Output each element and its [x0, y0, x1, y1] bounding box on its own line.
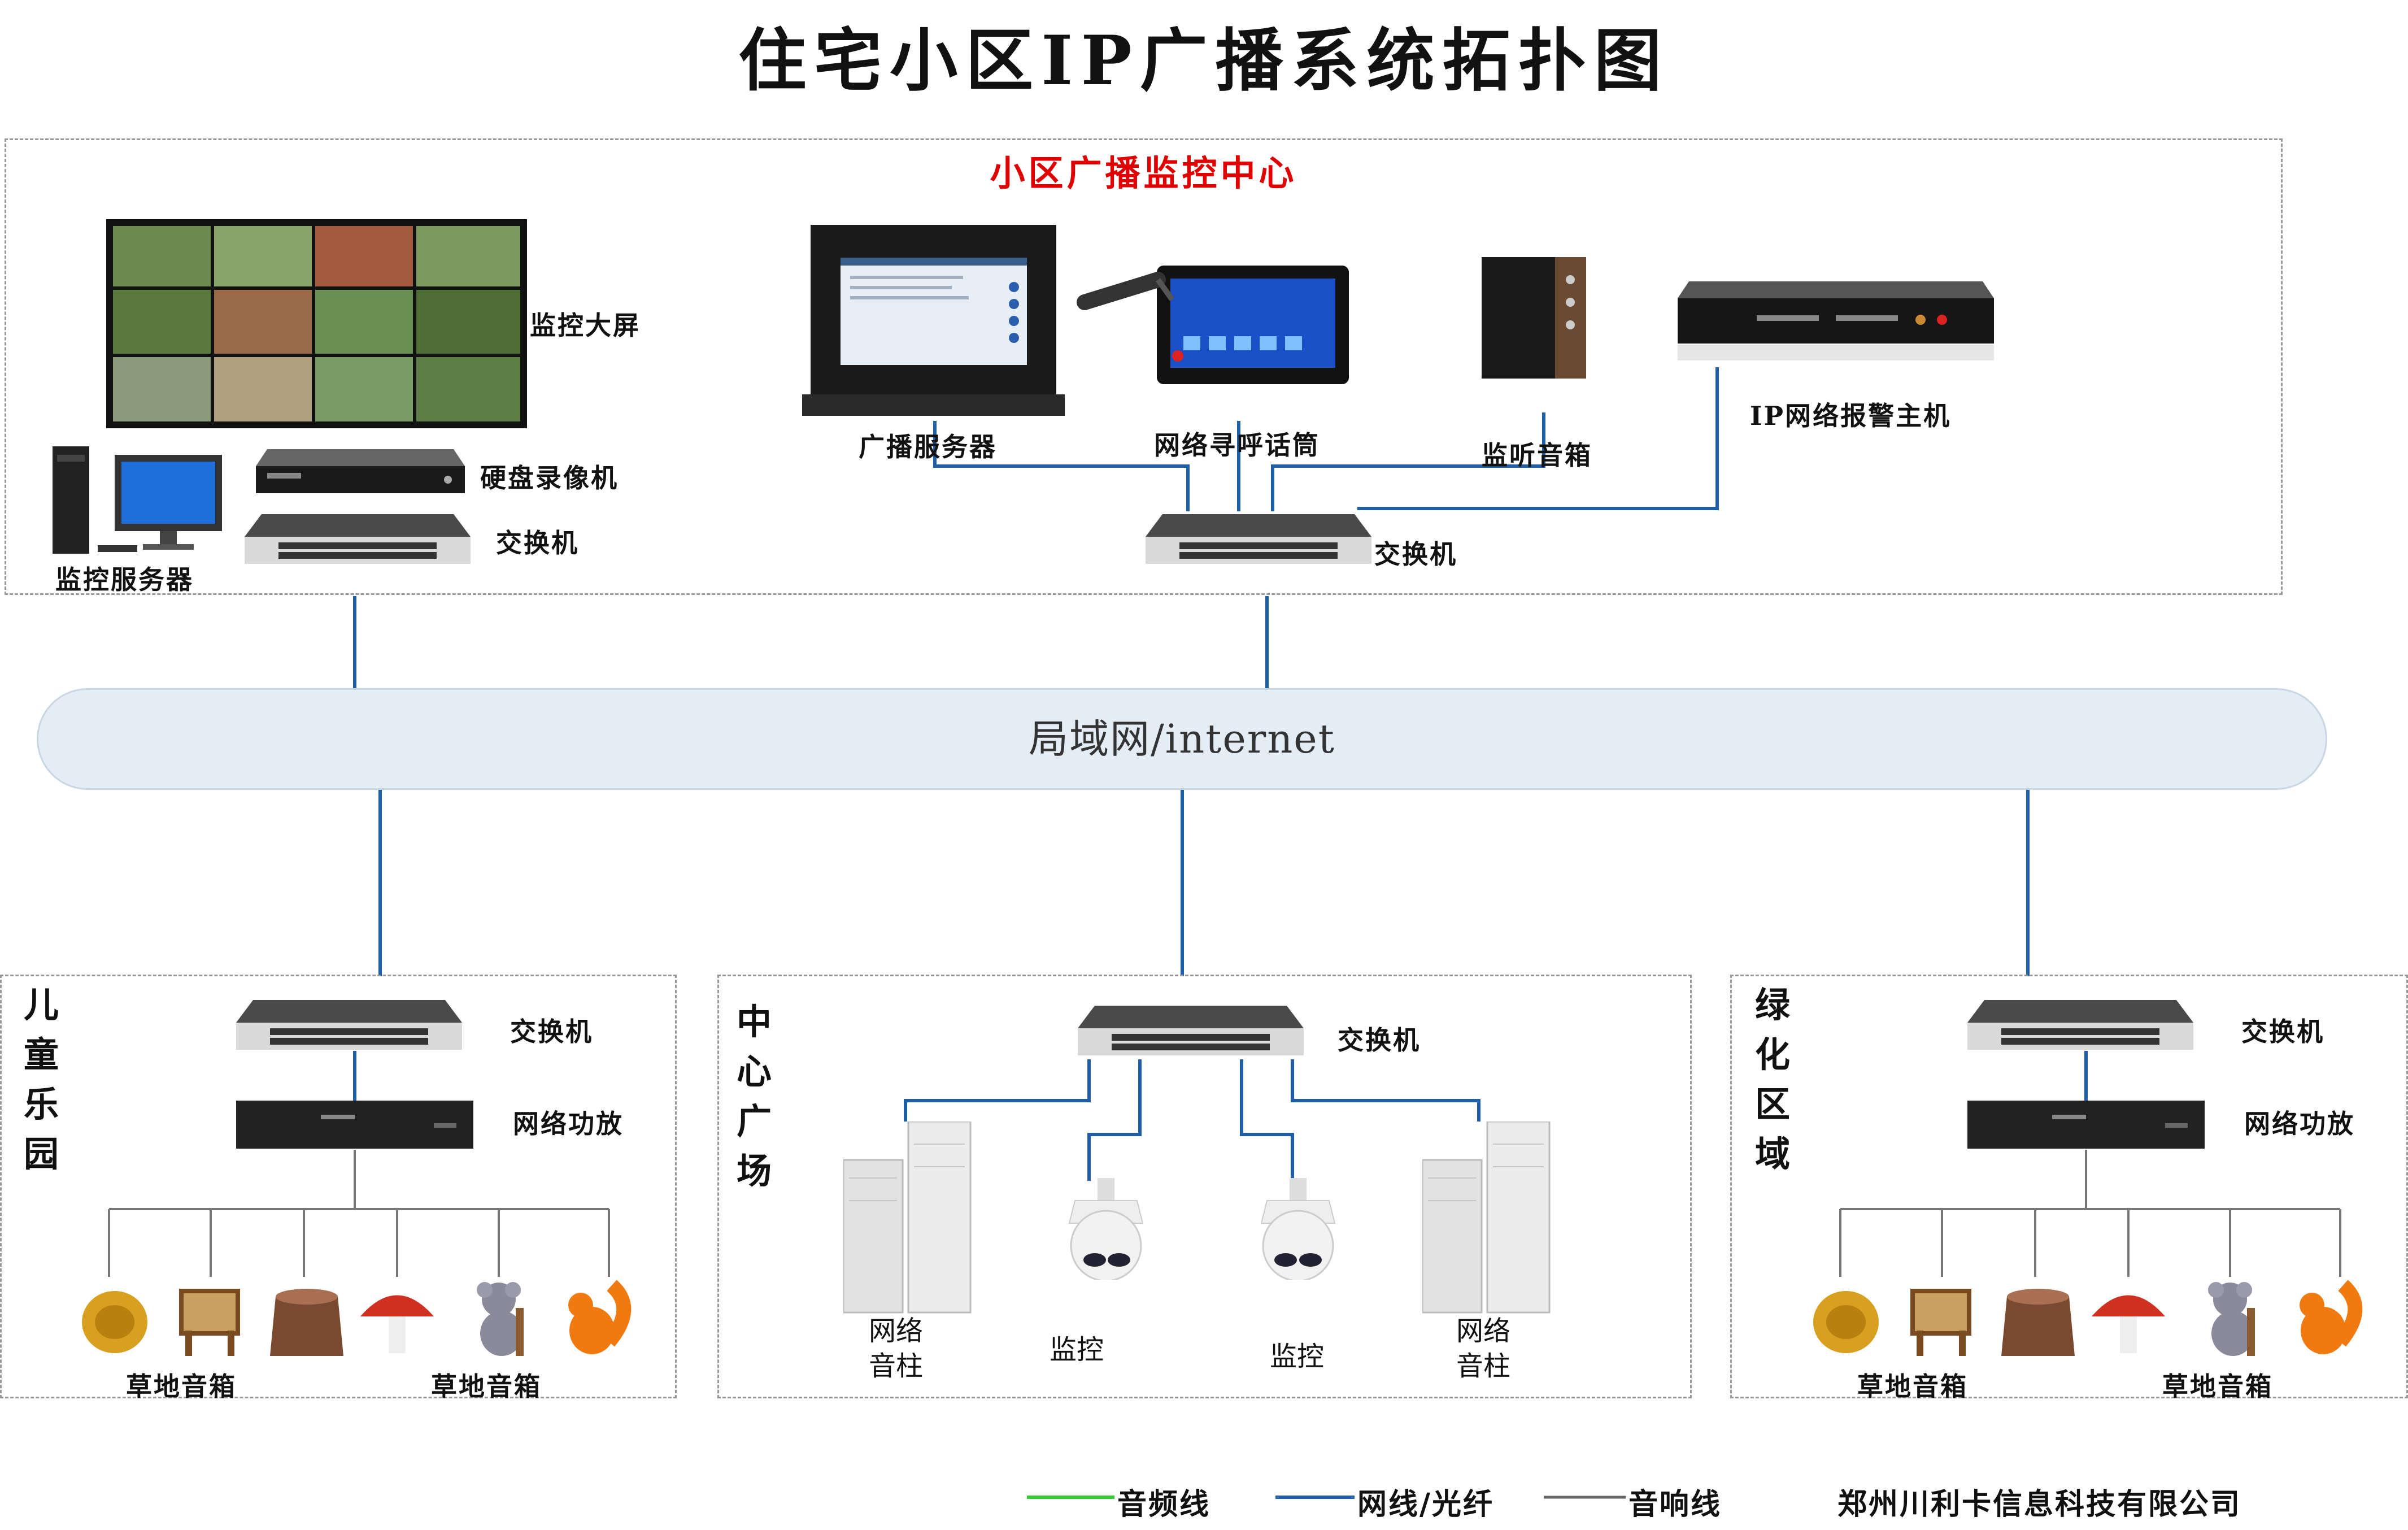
legend-swatches: [1027, 1496, 1626, 1499]
playground-switch-icon: [236, 1000, 462, 1050]
paging-mic-icon: [1077, 266, 1349, 384]
link-broadcast-server: [933, 421, 1190, 511]
green-amp-label: 网络功放: [2244, 1109, 2355, 1139]
green-speaker-label-2: 草地音箱: [2162, 1371, 2273, 1402]
link-alarm-host: [1357, 367, 1719, 510]
monitoring-center-title: 小区广播监控中心: [990, 153, 1297, 194]
koala-speaker-icon: [477, 1282, 524, 1356]
playground-amp-icon: [236, 1101, 473, 1149]
switch-center-icon: [1146, 514, 1371, 564]
dvr-icon: [256, 449, 465, 493]
legend-network-line: 网线/光纤: [1357, 1487, 1494, 1522]
rock-speaker-icon: [1813, 1291, 1879, 1353]
broadcast-server-label: 广播服务器: [859, 432, 997, 462]
mushroom-speaker-icon: [2092, 1295, 2165, 1353]
green-switch-icon: [1967, 1000, 2193, 1050]
dvr-label: 硬盘录像机: [480, 463, 619, 493]
green-speaker-label-1: 草地音箱: [1857, 1371, 1968, 1402]
koala-speaker-icon: [2208, 1282, 2255, 1356]
playground-amp-label: 网络功放: [513, 1109, 624, 1139]
monitor-speaker-icon: [1482, 257, 1586, 379]
green-title: 绿化区域: [1754, 984, 1790, 1175]
signboard-speaker-icon: [1910, 1289, 1971, 1356]
camera-right-icon: [1260, 1178, 1336, 1280]
rock-speaker-icon: [82, 1291, 147, 1353]
alarm-host-label: IP网络报警主机: [1750, 401, 1952, 431]
column-speaker-right-icon: [1422, 1122, 1551, 1314]
legend-audio-line: 音频线: [1117, 1487, 1211, 1522]
monitor-server-icon: [53, 446, 222, 554]
plaza-zone: [717, 975, 1692, 1398]
playground-speaker-label-1: 草地音箱: [126, 1371, 237, 1402]
monitoring-center-zone: 小区广播监控中心: [5, 138, 2283, 595]
playground-switch-label: 交换机: [510, 1016, 593, 1047]
green-lawn-speakers: [1813, 1280, 2363, 1356]
company-name: 郑州川利卡信息科技有限公司: [1837, 1487, 2242, 1522]
alarm-host-icon: [1678, 281, 1994, 360]
playground-zone: [0, 975, 677, 1398]
broadcast-server-icon: [802, 225, 1065, 416]
lan-cloud: 局域网/internet: [37, 688, 2327, 790]
camera-left-label: 监控: [1050, 1334, 1104, 1366]
column-speaker-left-icon: [843, 1122, 972, 1314]
monitor-speaker-label: 监听音箱: [1482, 440, 1592, 471]
switch-center-label: 交换机: [1374, 539, 1457, 570]
link-camera-right: [1240, 1059, 1294, 1181]
paging-mic-label: 网络寻呼话筒: [1154, 430, 1320, 460]
green-amp-icon: [1967, 1101, 2205, 1149]
green-switch-label: 交换机: [2241, 1016, 2324, 1047]
tree-stump-speaker-icon: [2001, 1289, 2075, 1356]
monitor-server-label: 监控服务器: [55, 564, 194, 595]
squirrel-speaker-icon: [2300, 1280, 2363, 1354]
video-wall-icon: [106, 219, 527, 428]
plaza-switch-label: 交换机: [1338, 1025, 1421, 1055]
link-monitor-speaker: [1271, 412, 1545, 511]
playground-title: 儿童乐园: [23, 984, 59, 1175]
link-column-right: [1291, 1059, 1480, 1122]
legend-speaker-line: 音响线: [1628, 1487, 1722, 1522]
link-column-left: [904, 1059, 1091, 1122]
lan-label: 局域网/internet: [1029, 716, 1335, 762]
green-zone: [1730, 975, 2408, 1398]
signboard-speaker-icon: [179, 1289, 240, 1356]
playground-lawn-speakers: [82, 1280, 632, 1356]
mushroom-speaker-icon: [360, 1295, 434, 1353]
switch-left-icon: [245, 514, 471, 564]
camera-right-label: 监控: [1270, 1341, 1325, 1372]
page-title: 住宅小区IP广播系统拓扑图: [738, 21, 1670, 101]
link-camera-left: [1087, 1059, 1142, 1181]
column-speaker-right-label: 网络 音柱: [1456, 1315, 1511, 1382]
playground-speaker-label-2: 草地音箱: [431, 1371, 542, 1402]
plaza-switch-icon: [1078, 1006, 1304, 1055]
tree-stump-speaker-icon: [270, 1289, 343, 1356]
plaza-title: 中心广场: [736, 1001, 772, 1192]
column-speaker-left-label: 网络 音柱: [869, 1315, 924, 1382]
squirrel-speaker-icon: [568, 1280, 632, 1354]
switch-left-label: 交换机: [496, 528, 579, 558]
camera-left-icon: [1068, 1178, 1144, 1280]
video-wall-label: 监控大屏: [530, 310, 641, 341]
